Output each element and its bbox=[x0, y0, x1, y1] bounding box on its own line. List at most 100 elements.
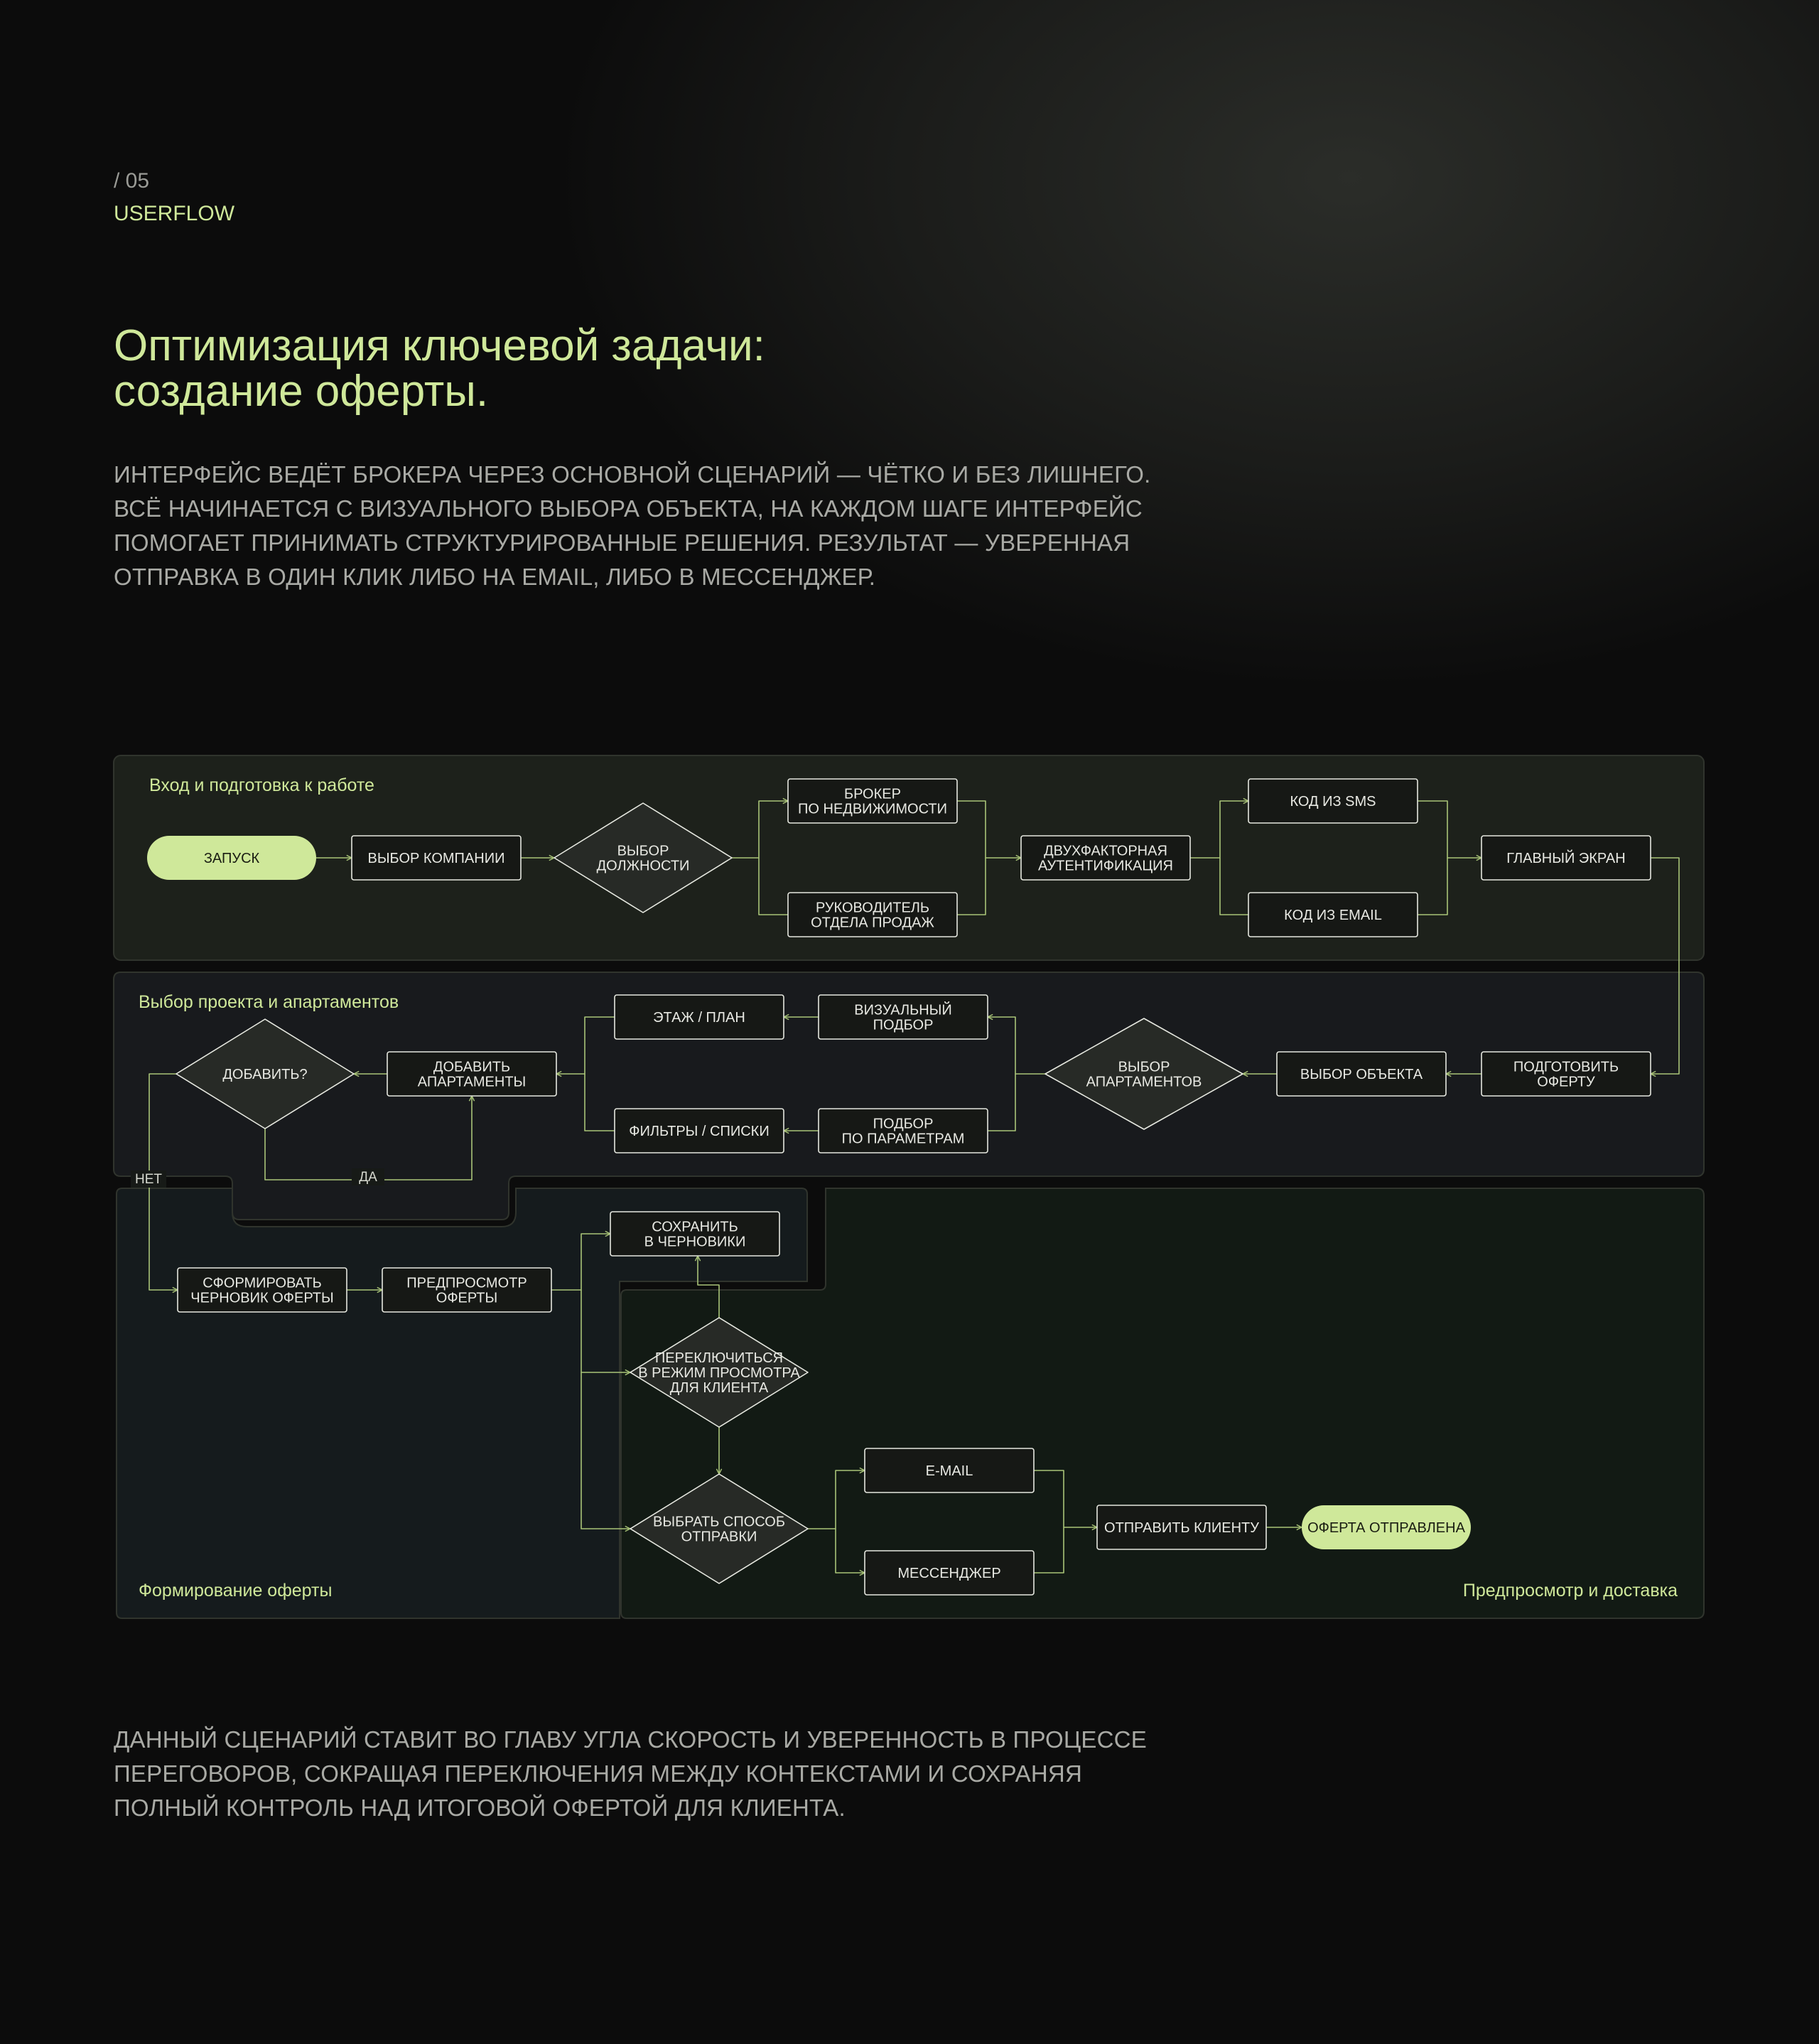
node-label: ФИЛЬТРЫ / СПИСКИ bbox=[629, 1124, 769, 1139]
edge-method-to-messenger bbox=[835, 1529, 865, 1573]
node-label: АПАРТАМЕНТОВ bbox=[1086, 1075, 1202, 1090]
node-shape bbox=[1248, 778, 1418, 824]
node-label: ДВУХФАКТОРНАЯ bbox=[1044, 844, 1167, 859]
edge-label-bg bbox=[131, 1171, 166, 1188]
edge-sms-to-main bbox=[1418, 800, 1481, 858]
flow-nodes: ЗАПУСК ВЫБОР КОМПАНИИ ВЫБОР ДОЛЖНОСТИ БРОКЕР… bbox=[147, 778, 1651, 1596]
node-label: ЗАПУСК bbox=[204, 851, 260, 866]
node-shape bbox=[1302, 1505, 1471, 1549]
node-label: ОТПРАВКИ bbox=[681, 1529, 757, 1545]
closing-line: ПОЛНЫЙ КОНТРОЛЬ НАД ИТОГОВОЙ ОФЕРТОЙ ДЛЯ… bbox=[114, 1795, 846, 1821]
edge-messenger-to-send bbox=[1034, 1527, 1064, 1574]
node-shape bbox=[351, 835, 522, 881]
edge-preview-to-method bbox=[581, 1372, 630, 1529]
page-title-line-2: создание оферты. bbox=[114, 367, 489, 416]
node-label: КОД ИЗ EMAIL bbox=[1284, 908, 1382, 923]
node-main: ГЛАВНЫЙ ЭКРАН bbox=[1481, 835, 1651, 881]
node-shape bbox=[1248, 892, 1418, 937]
edge-clientmode-to-save bbox=[698, 1256, 720, 1318]
lane-title-project: Выбор проекта и апартаментов bbox=[139, 992, 399, 1012]
section-name: USERFLOW bbox=[114, 202, 235, 225]
closing-line: ДАННЫЙ СЦЕНАРИЙ СТАВИТ ВО ГЛАВУ УГЛА СКО… bbox=[114, 1726, 1147, 1753]
edge-apts-to-params bbox=[988, 1074, 1016, 1131]
edge-2fa-to-sms bbox=[1190, 801, 1248, 859]
node-shape bbox=[1020, 835, 1191, 881]
closing-paragraph: ДАННЫЙ СЦЕНАРИЙ СТАВИТ ВО ГЛАВУ УГЛА СКО… bbox=[114, 1723, 1151, 1825]
node-shape bbox=[630, 1317, 809, 1428]
node-shape bbox=[382, 1267, 552, 1313]
lane-project bbox=[113, 972, 1705, 1220]
node-label: ВЫБОР bbox=[1118, 1060, 1170, 1075]
node-label: E-MAIL bbox=[926, 1463, 973, 1479]
node-label: ДОБАВИТЬ? bbox=[222, 1067, 307, 1082]
node-shape bbox=[787, 892, 958, 937]
node-shape bbox=[614, 1108, 784, 1153]
node-shape bbox=[147, 836, 316, 880]
node-shape bbox=[1481, 835, 1651, 881]
node-label: ВЫБОР КОМПАНИИ bbox=[368, 851, 505, 866]
node-label: ВЫБРАТЬ СПОСОБ bbox=[653, 1515, 785, 1530]
section-overline: / 05 USERFLOW bbox=[114, 165, 234, 230]
node-label: ВИЗУАЛЬНЫЙ bbox=[854, 1001, 952, 1018]
node-shape bbox=[1045, 1018, 1243, 1130]
node-label: ГЛАВНЫЙ ЭКРАН bbox=[1506, 849, 1625, 866]
node-addq: ДОБАВИТЬ? bbox=[176, 1018, 355, 1129]
node-shape bbox=[177, 1267, 347, 1313]
node-label: ПО ПАРАМЕТРАМ bbox=[842, 1131, 965, 1147]
node-label: ОТДЕЛА ПРОДАЖ bbox=[811, 915, 934, 931]
edge-method-to-email bbox=[808, 1470, 865, 1529]
node-shape bbox=[1481, 1051, 1651, 1097]
edge-filters-to-addapts bbox=[584, 1074, 615, 1131]
intro-paragraph: ИНТЕРФЕЙС ВЕДЁТ БРОКЕРА ЧЕРЕЗ ОСНОВНОЙ С… bbox=[114, 458, 1151, 594]
node-label: ЧЕРНОВИК ОФЕРТЫ bbox=[190, 1291, 333, 1306]
edge-role-to-broker bbox=[732, 801, 788, 859]
edge-floor-to-addapts bbox=[556, 1016, 615, 1074]
node-label: АПАРТАМЕНТЫ bbox=[418, 1075, 527, 1090]
node-shape bbox=[176, 1018, 355, 1129]
edge-main-to-prepare bbox=[1651, 857, 1680, 1074]
node-label: ОФЕРТУ bbox=[1537, 1075, 1595, 1090]
node-label: КОД ИЗ SMS bbox=[1290, 794, 1376, 809]
edge-label-yes: ДА bbox=[359, 1170, 377, 1185]
node-label: ПРЕДПРОСМОТР bbox=[406, 1276, 527, 1291]
node-sent: ОФЕРТА ОТПРАВЛЕНА bbox=[1302, 1505, 1471, 1549]
node-shape bbox=[818, 1108, 988, 1153]
page-title: Оптимизация ключевой задачи: создание оф… bbox=[114, 323, 765, 414]
node-label: ВЫБОР ОБЪЕКТА bbox=[1300, 1067, 1423, 1082]
node-shape bbox=[864, 1550, 1035, 1596]
edge-label-no: НЕТ bbox=[135, 1172, 162, 1187]
edge-label-bg bbox=[352, 1168, 384, 1185]
node-shape bbox=[1276, 1051, 1447, 1097]
lane-title-delivery: Предпросмотр и доставка bbox=[1463, 1581, 1678, 1601]
node-label: ДОЛЖНОСТИ bbox=[597, 859, 690, 874]
edge-2fa-to-emailcode bbox=[1219, 858, 1248, 915]
node-shape bbox=[818, 994, 988, 1040]
node-label: ОФЕРТА ОТПРАВЛЕНА bbox=[1307, 1520, 1466, 1536]
node-shape bbox=[610, 1211, 780, 1257]
page-title-line-1: Оптимизация ключевой задачи: bbox=[114, 321, 765, 370]
intro-line: ПОМОГАЕТ ПРИНИМАТЬ СТРУКТУРИРОВАННЫЕ РЕШ… bbox=[114, 529, 1130, 556]
flow-edges bbox=[149, 800, 1680, 1574]
node-emailcode: КОД ИЗ EMAIL bbox=[1248, 892, 1418, 937]
node-label: МЕССЕНДЖЕР bbox=[897, 1566, 1000, 1581]
node-shape bbox=[554, 802, 733, 913]
edge-preview-to-save bbox=[551, 1234, 610, 1291]
closing-line: ПЕРЕГОВОРОВ, СОКРАЩАЯ ПЕРЕКЛЮЧЕНИЯ МЕЖДУ… bbox=[114, 1760, 1082, 1787]
node-send: ОТПРАВИТЬ КЛИЕНТУ bbox=[1096, 1505, 1267, 1550]
node-filters: ФИЛЬТРЫ / СПИСКИ bbox=[614, 1108, 784, 1153]
node-label: ПОДБОР bbox=[873, 1117, 934, 1132]
node-label: ЭТАЖ / ПЛАН bbox=[653, 1010, 745, 1026]
node-label: БРОКЕР bbox=[844, 787, 901, 802]
edge-emailcode-to-main bbox=[1418, 858, 1448, 915]
node-label: ПОДБОР bbox=[873, 1018, 934, 1033]
